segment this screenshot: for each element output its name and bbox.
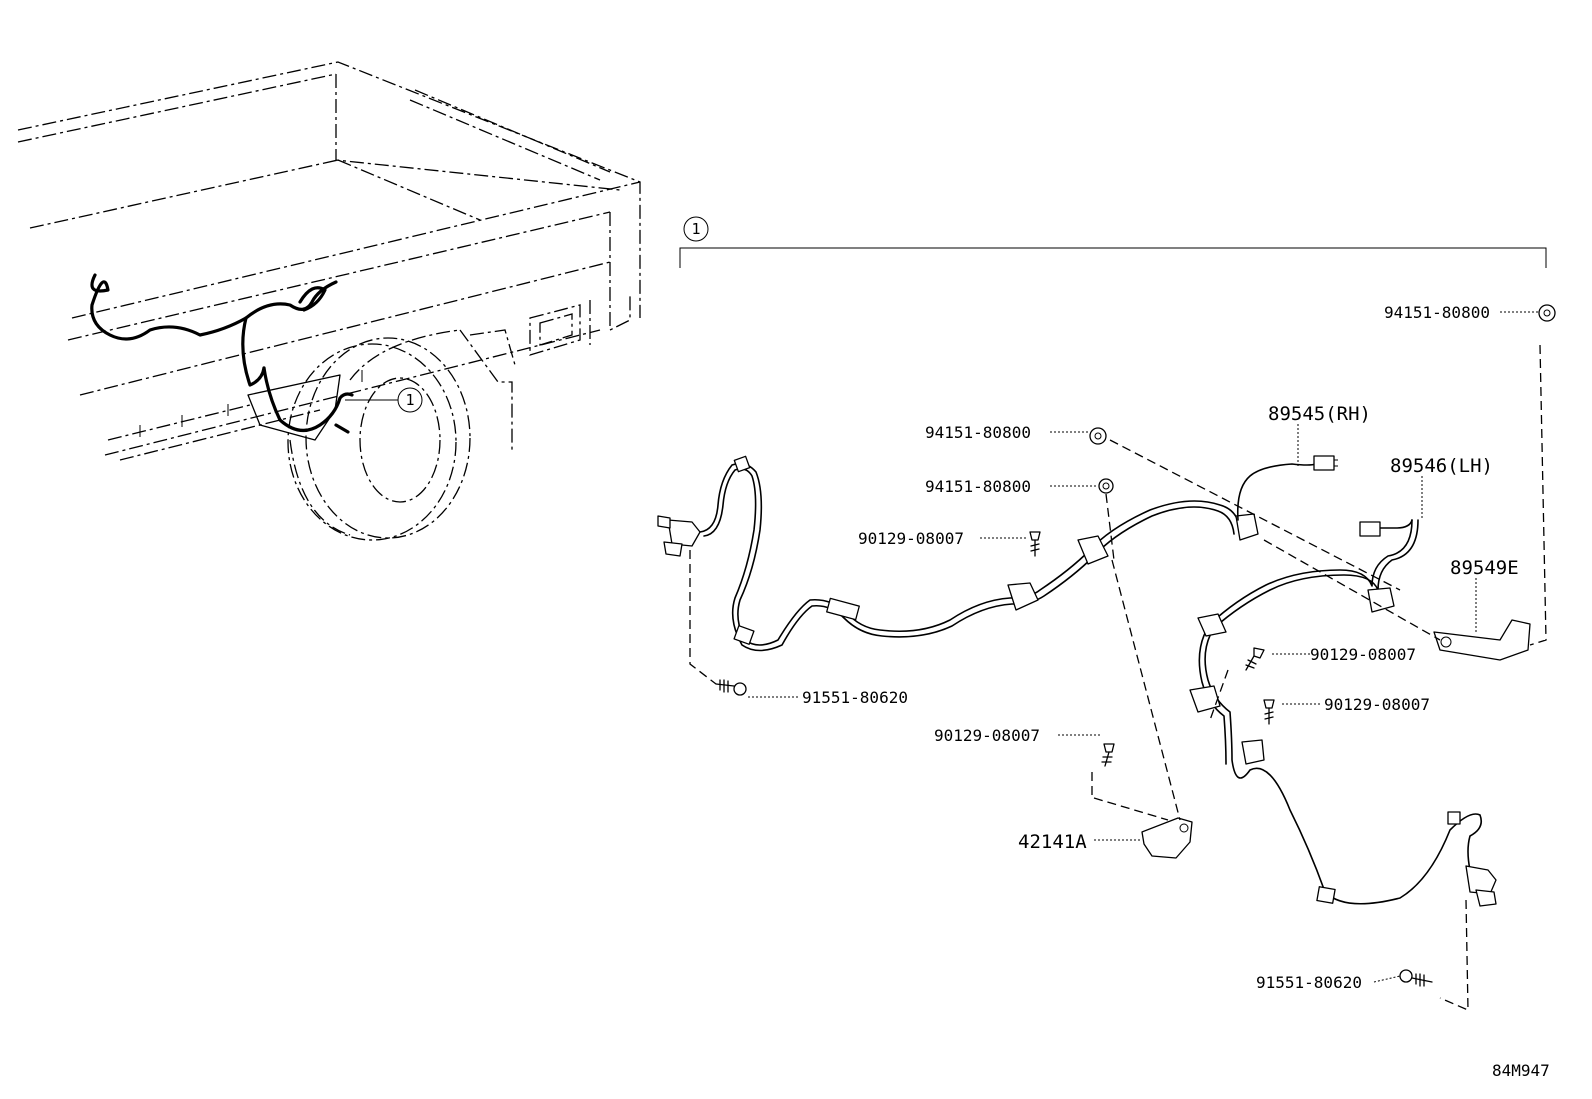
part-labels: 94151-80800 94151-80800 94151-80800 9012… [802, 303, 1550, 1080]
label-90129-08007-c: 90129-08007 [1324, 695, 1430, 714]
nut-icon [1538, 304, 1556, 322]
vehicle-callout-1: 1 [405, 391, 414, 409]
label-89545-rh: 89545(RH) [1268, 403, 1371, 425]
label-90129-08007-b: 90129-08007 [1310, 645, 1416, 664]
truck-bed-illustration: 1 [17, 61, 641, 541]
screw-icon [1101, 743, 1115, 767]
label-89549e: 89549E [1450, 557, 1519, 579]
rh-sensor-harness [657, 455, 1338, 696]
lh-sensor-harness [1189, 519, 1497, 1011]
diagram-code: 84M947 [1492, 1061, 1550, 1080]
nut-icon [1089, 427, 1107, 445]
label-90129-08007-d: 90129-08007 [934, 726, 1040, 745]
label-94151-80800-top: 94151-80800 [1384, 303, 1490, 322]
label-90129-08007-a: 90129-08007 [858, 529, 964, 548]
label-94151-80800-low: 94151-80800 [925, 477, 1031, 496]
label-42141a: 42141A [1018, 831, 1087, 853]
screw-icon [1245, 647, 1265, 671]
label-91551-80620-right: 91551-80620 [1256, 973, 1362, 992]
bracket-42141a [1091, 559, 1193, 859]
screw-icon [1263, 699, 1275, 725]
fasteners [1029, 304, 1556, 767]
assembly-group-bracket: 1 [679, 216, 1547, 268]
bracket-89549e [1263, 344, 1547, 661]
screw-icon [1029, 531, 1041, 557]
label-89546-lh: 89546(LH) [1390, 455, 1493, 477]
leader-lines [748, 311, 1538, 983]
nut-icon [1098, 478, 1114, 494]
label-91551-80620-left: 91551-80620 [802, 688, 908, 707]
label-94151-80800-mid: 94151-80800 [925, 423, 1031, 442]
group-callout-1: 1 [691, 220, 700, 238]
